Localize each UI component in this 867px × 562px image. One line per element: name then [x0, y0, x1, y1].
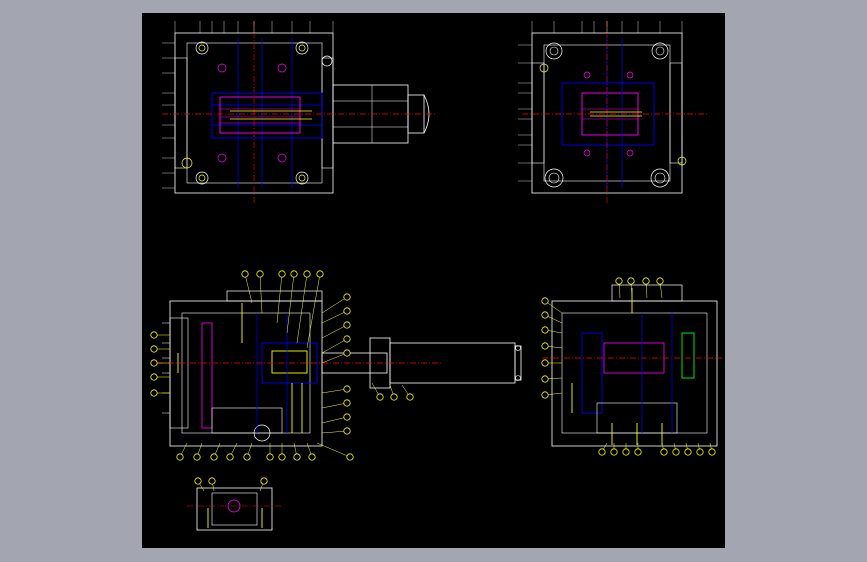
- circle-callout-icon: [150, 345, 158, 353]
- circle-callout-icon: [208, 477, 216, 485]
- circle-callout-icon: [176, 453, 184, 461]
- circle-callout-icon: [260, 477, 268, 485]
- balloon-leader-line: [259, 273, 263, 314]
- mold-assembly-drawing: [150, 21, 722, 531]
- circle-callout-icon: [343, 385, 351, 393]
- circle-callout-icon: [343, 349, 351, 357]
- balloon-leader-line: [276, 273, 283, 324]
- circle-callout-icon: [642, 277, 650, 285]
- bottom-left-section-view: [157, 290, 522, 447]
- circle-callout-icon: [622, 448, 630, 456]
- circle-callout-icon: [243, 453, 251, 461]
- balloon-callouts: [150, 270, 716, 492]
- circle-callout-icon: [343, 321, 351, 329]
- circle-callout-icon: [615, 277, 623, 285]
- circle-callout-icon: [150, 373, 158, 381]
- circle-callout-icon: [634, 448, 642, 456]
- balloon-leader-line: [306, 273, 321, 349]
- small-detail-view: [187, 487, 282, 531]
- circle-callout-icon: [541, 326, 549, 334]
- circle-callout-icon: [150, 359, 158, 367]
- balloon-leader-line: [296, 273, 308, 344]
- circle-callout-icon: [696, 448, 704, 456]
- circle-callout-icon: [346, 453, 354, 461]
- circle-callout-icon: [290, 270, 298, 278]
- circle-callout-icon: [610, 448, 618, 456]
- balloon-leader-line: [321, 296, 348, 314]
- balloon-leader-line: [321, 324, 348, 339]
- circle-callout-icon: [660, 448, 668, 456]
- circle-callout-icon: [266, 453, 274, 461]
- circle-callout-icon: [308, 453, 316, 461]
- balloon-leader-line: [321, 430, 348, 434]
- circle-callout-icon: [150, 331, 158, 339]
- circle-callout-icon: [684, 448, 692, 456]
- balloon-leader-line: [321, 416, 348, 424]
- circle-callout-icon: [627, 277, 635, 285]
- circle-callout-icon: [343, 399, 351, 407]
- circle-callout-icon: [541, 297, 549, 305]
- circle-callout-icon: [343, 335, 351, 343]
- circle-callout-icon: [541, 391, 549, 399]
- circle-callout-icon: [343, 413, 351, 421]
- circle-callout-icon: [708, 448, 716, 456]
- circle-callout-icon: [150, 389, 158, 397]
- circle-callout-icon: [541, 342, 549, 350]
- circle-callout-icon: [672, 448, 680, 456]
- circle-callout-icon: [376, 393, 384, 401]
- circle-callout-icon: [278, 453, 286, 461]
- circle-callout-icon: [278, 270, 286, 278]
- balloon-leader-line: [321, 338, 348, 354]
- circle-callout-icon: [256, 270, 264, 278]
- circle-callout-icon: [343, 307, 351, 315]
- top-left-plan-view: [162, 21, 437, 203]
- circle-callout-icon: [293, 453, 301, 461]
- top-right-plan-view: [518, 21, 707, 203]
- circle-callout-icon: [541, 359, 549, 367]
- circle-callout-icon: [316, 270, 324, 278]
- circle-callout-icon: [303, 270, 311, 278]
- circle-callout-icon: [226, 453, 234, 461]
- circle-callout-icon: [656, 277, 664, 285]
- circle-callout-icon: [598, 448, 606, 456]
- circle-callout-icon: [343, 427, 351, 435]
- circle-callout-icon: [406, 393, 414, 401]
- cad-drawing-viewport[interactable]: [142, 13, 725, 548]
- circle-callout-icon: [241, 270, 249, 278]
- balloon-leader-line: [316, 442, 351, 458]
- circle-callout-icon: [210, 453, 218, 461]
- circle-callout-icon: [390, 393, 398, 401]
- circle-callout-icon: [541, 375, 549, 383]
- circle-callout-icon: [343, 293, 351, 301]
- circle-callout-icon: [193, 453, 201, 461]
- balloon-leader-line: [321, 310, 348, 324]
- balloon-leader-line: [244, 273, 253, 304]
- circle-callout-icon: [541, 311, 549, 319]
- balloon-leader-line: [286, 273, 295, 334]
- circle-callout-icon: [194, 477, 202, 485]
- balloon-leader-line: [321, 352, 348, 364]
- balloon-leader-line: [321, 402, 348, 409]
- bottom-right-section-view: [542, 284, 722, 447]
- balloon-leader-line: [321, 388, 348, 394]
